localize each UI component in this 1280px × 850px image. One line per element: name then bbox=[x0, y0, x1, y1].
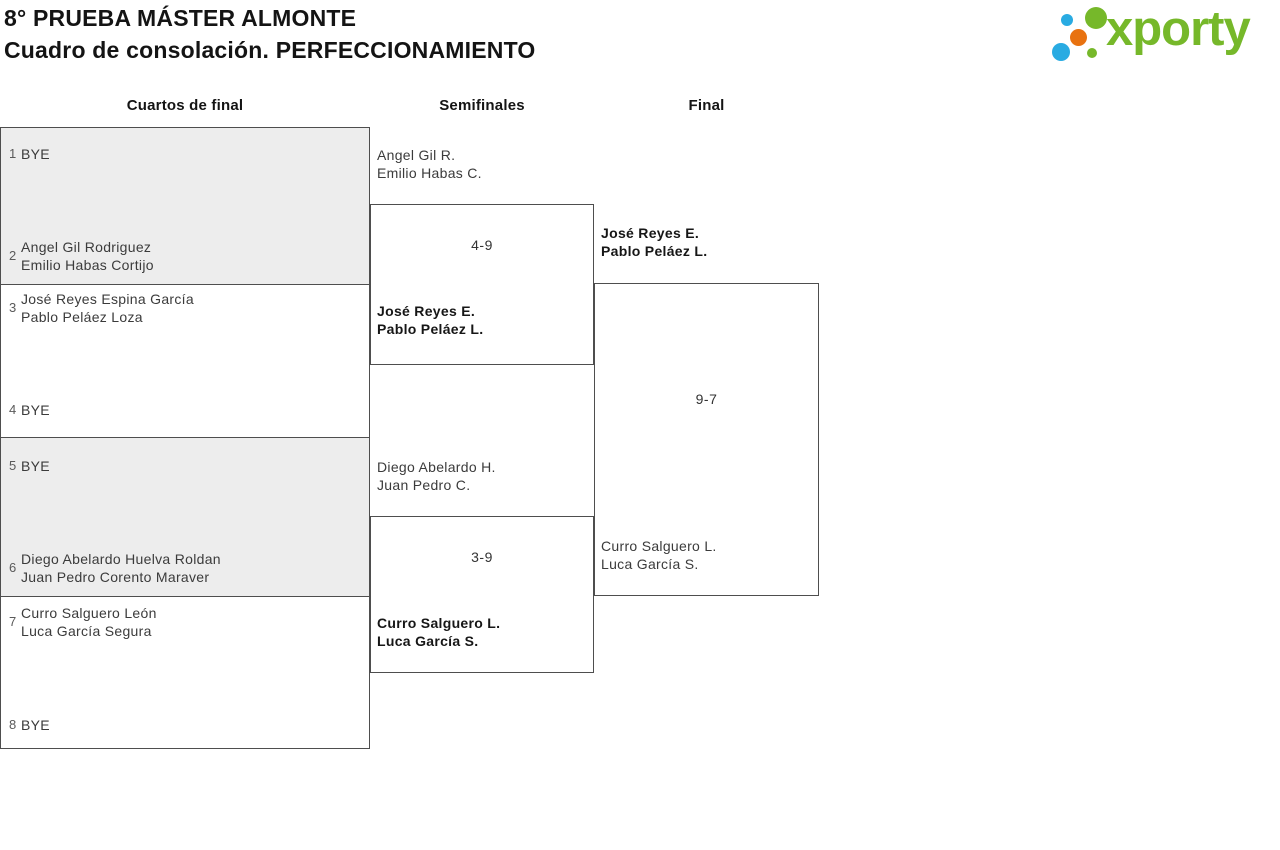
sf1-team-top: Angel Gil R. Emilio Habas C. bbox=[377, 146, 482, 182]
player-name: Luca García Segura bbox=[21, 623, 152, 639]
player-name: José Reyes Espina García bbox=[21, 291, 194, 307]
entrant-row: 1 BYE bbox=[1, 145, 369, 163]
round-header-semifinales: Semifinales bbox=[439, 97, 525, 114]
entrant-row: 5 BYE bbox=[1, 457, 369, 475]
seed-number: 1 bbox=[9, 146, 17, 161]
sf1-team-winner: José Reyes E. Pablo Peláez L. bbox=[377, 302, 483, 338]
final-team-bottom: Curro Salguero L. Luca García S. bbox=[601, 537, 717, 573]
player-name: BYE bbox=[21, 717, 50, 733]
seed-number: 4 bbox=[9, 402, 17, 417]
seed-number: 7 bbox=[9, 614, 17, 629]
entrant-row: 7 Curro Salguero León Luca García Segura bbox=[1, 604, 369, 640]
player-name: Angel Gil Rodriguez bbox=[21, 239, 152, 255]
player-name: BYE bbox=[21, 458, 50, 474]
xporty-logo: xporty bbox=[1048, 4, 1280, 66]
entrant-row: 4 BYE bbox=[1, 401, 369, 419]
player-name: Emilio Habas C. bbox=[377, 165, 482, 181]
xporty-logo-text: xporty bbox=[1106, 2, 1251, 56]
logo-dot-icon bbox=[1085, 7, 1107, 29]
player-name: Angel Gil R. bbox=[377, 147, 456, 163]
player-name: BYE bbox=[21, 402, 50, 418]
team-names: BYE bbox=[21, 716, 50, 734]
logo-dot-icon bbox=[1052, 43, 1070, 61]
entrant-row: 3 José Reyes Espina García Pablo Peláez … bbox=[1, 290, 369, 326]
final-team-top: José Reyes E. Pablo Peláez L. bbox=[601, 224, 707, 260]
player-name: Curro Salguero León bbox=[21, 605, 157, 621]
match-box-sf2: 3-9 bbox=[370, 516, 594, 673]
team-names: BYE bbox=[21, 401, 50, 419]
player-name: Pablo Peláez L. bbox=[601, 243, 708, 259]
match-score-sf1: 4-9 bbox=[471, 237, 493, 253]
logo-dot-icon bbox=[1087, 48, 1097, 58]
team-names: Curro Salguero León Luca García Segura bbox=[21, 604, 157, 640]
page-title: 8° PRUEBA MÁSTER ALMONTE Cuadro de conso… bbox=[4, 2, 536, 66]
seed-number: 3 bbox=[9, 300, 17, 315]
seed-number: 8 bbox=[9, 717, 17, 732]
sf2-team-top: Diego Abelardo H. Juan Pedro C. bbox=[377, 458, 496, 494]
player-name: Juan Pedro C. bbox=[377, 477, 471, 493]
player-name: Emilio Habas Cortijo bbox=[21, 257, 154, 273]
logo-dot-icon bbox=[1061, 14, 1073, 26]
player-name: Pablo Peláez Loza bbox=[21, 309, 143, 325]
bracket-subtitle: Cuadro de consolación. PERFECCIONAMIENTO bbox=[4, 37, 536, 63]
match-box-final: 9-7 bbox=[594, 283, 819, 596]
team-names: Angel Gil Rodriguez Emilio Habas Cortijo bbox=[21, 238, 154, 274]
sf2-team-winner: Curro Salguero L. Luca García S. bbox=[377, 614, 500, 650]
player-name: Luca García S. bbox=[601, 556, 699, 572]
seed-number: 2 bbox=[9, 248, 17, 263]
player-name: Diego Abelardo Huelva Roldan bbox=[21, 551, 221, 567]
entrant-row: 2 Angel Gil Rodriguez Emilio Habas Corti… bbox=[1, 238, 369, 274]
team-names: José Reyes Espina García Pablo Peláez Lo… bbox=[21, 290, 194, 326]
round-header-cuartos: Cuartos de final bbox=[126, 97, 244, 114]
seed-number: 5 bbox=[9, 458, 17, 473]
entrant-row: 8 BYE bbox=[1, 716, 369, 734]
team-names: Diego Abelardo Huelva Roldan Juan Pedro … bbox=[21, 550, 221, 586]
player-name: Curro Salguero L. bbox=[601, 538, 717, 554]
player-name: Luca García S. bbox=[377, 633, 479, 649]
logo-dot-icon bbox=[1070, 29, 1087, 46]
player-name: BYE bbox=[21, 146, 50, 162]
player-name: Curro Salguero L. bbox=[377, 615, 501, 631]
tournament-title: 8° PRUEBA MÁSTER ALMONTE bbox=[4, 5, 357, 31]
team-names: BYE bbox=[21, 457, 50, 475]
match-score-sf2: 3-9 bbox=[471, 549, 493, 565]
player-name: Juan Pedro Corento Maraver bbox=[21, 569, 210, 585]
match-box-qf2: 3 José Reyes Espina García Pablo Peláez … bbox=[0, 284, 370, 438]
player-name: Diego Abelardo H. bbox=[377, 459, 496, 475]
player-name: José Reyes E. bbox=[601, 225, 700, 241]
match-score-final: 9-7 bbox=[695, 391, 718, 407]
player-name: Pablo Peláez L. bbox=[377, 321, 484, 337]
seed-number: 6 bbox=[9, 560, 17, 575]
entrant-row: 6 Diego Abelardo Huelva Roldan Juan Pedr… bbox=[1, 550, 369, 586]
match-box-sf1: 4-9 bbox=[370, 204, 594, 365]
match-box-qf4: 7 Curro Salguero León Luca García Segura… bbox=[0, 596, 370, 749]
match-box-qf1: 1 BYE 2 Angel Gil Rodriguez Emilio Habas… bbox=[0, 127, 370, 286]
round-header-final: Final bbox=[688, 97, 725, 114]
player-name: José Reyes E. bbox=[377, 303, 476, 319]
match-box-qf3: 5 BYE 6 Diego Abelardo Huelva Roldan Jua… bbox=[0, 437, 370, 597]
team-names: BYE bbox=[21, 145, 50, 163]
